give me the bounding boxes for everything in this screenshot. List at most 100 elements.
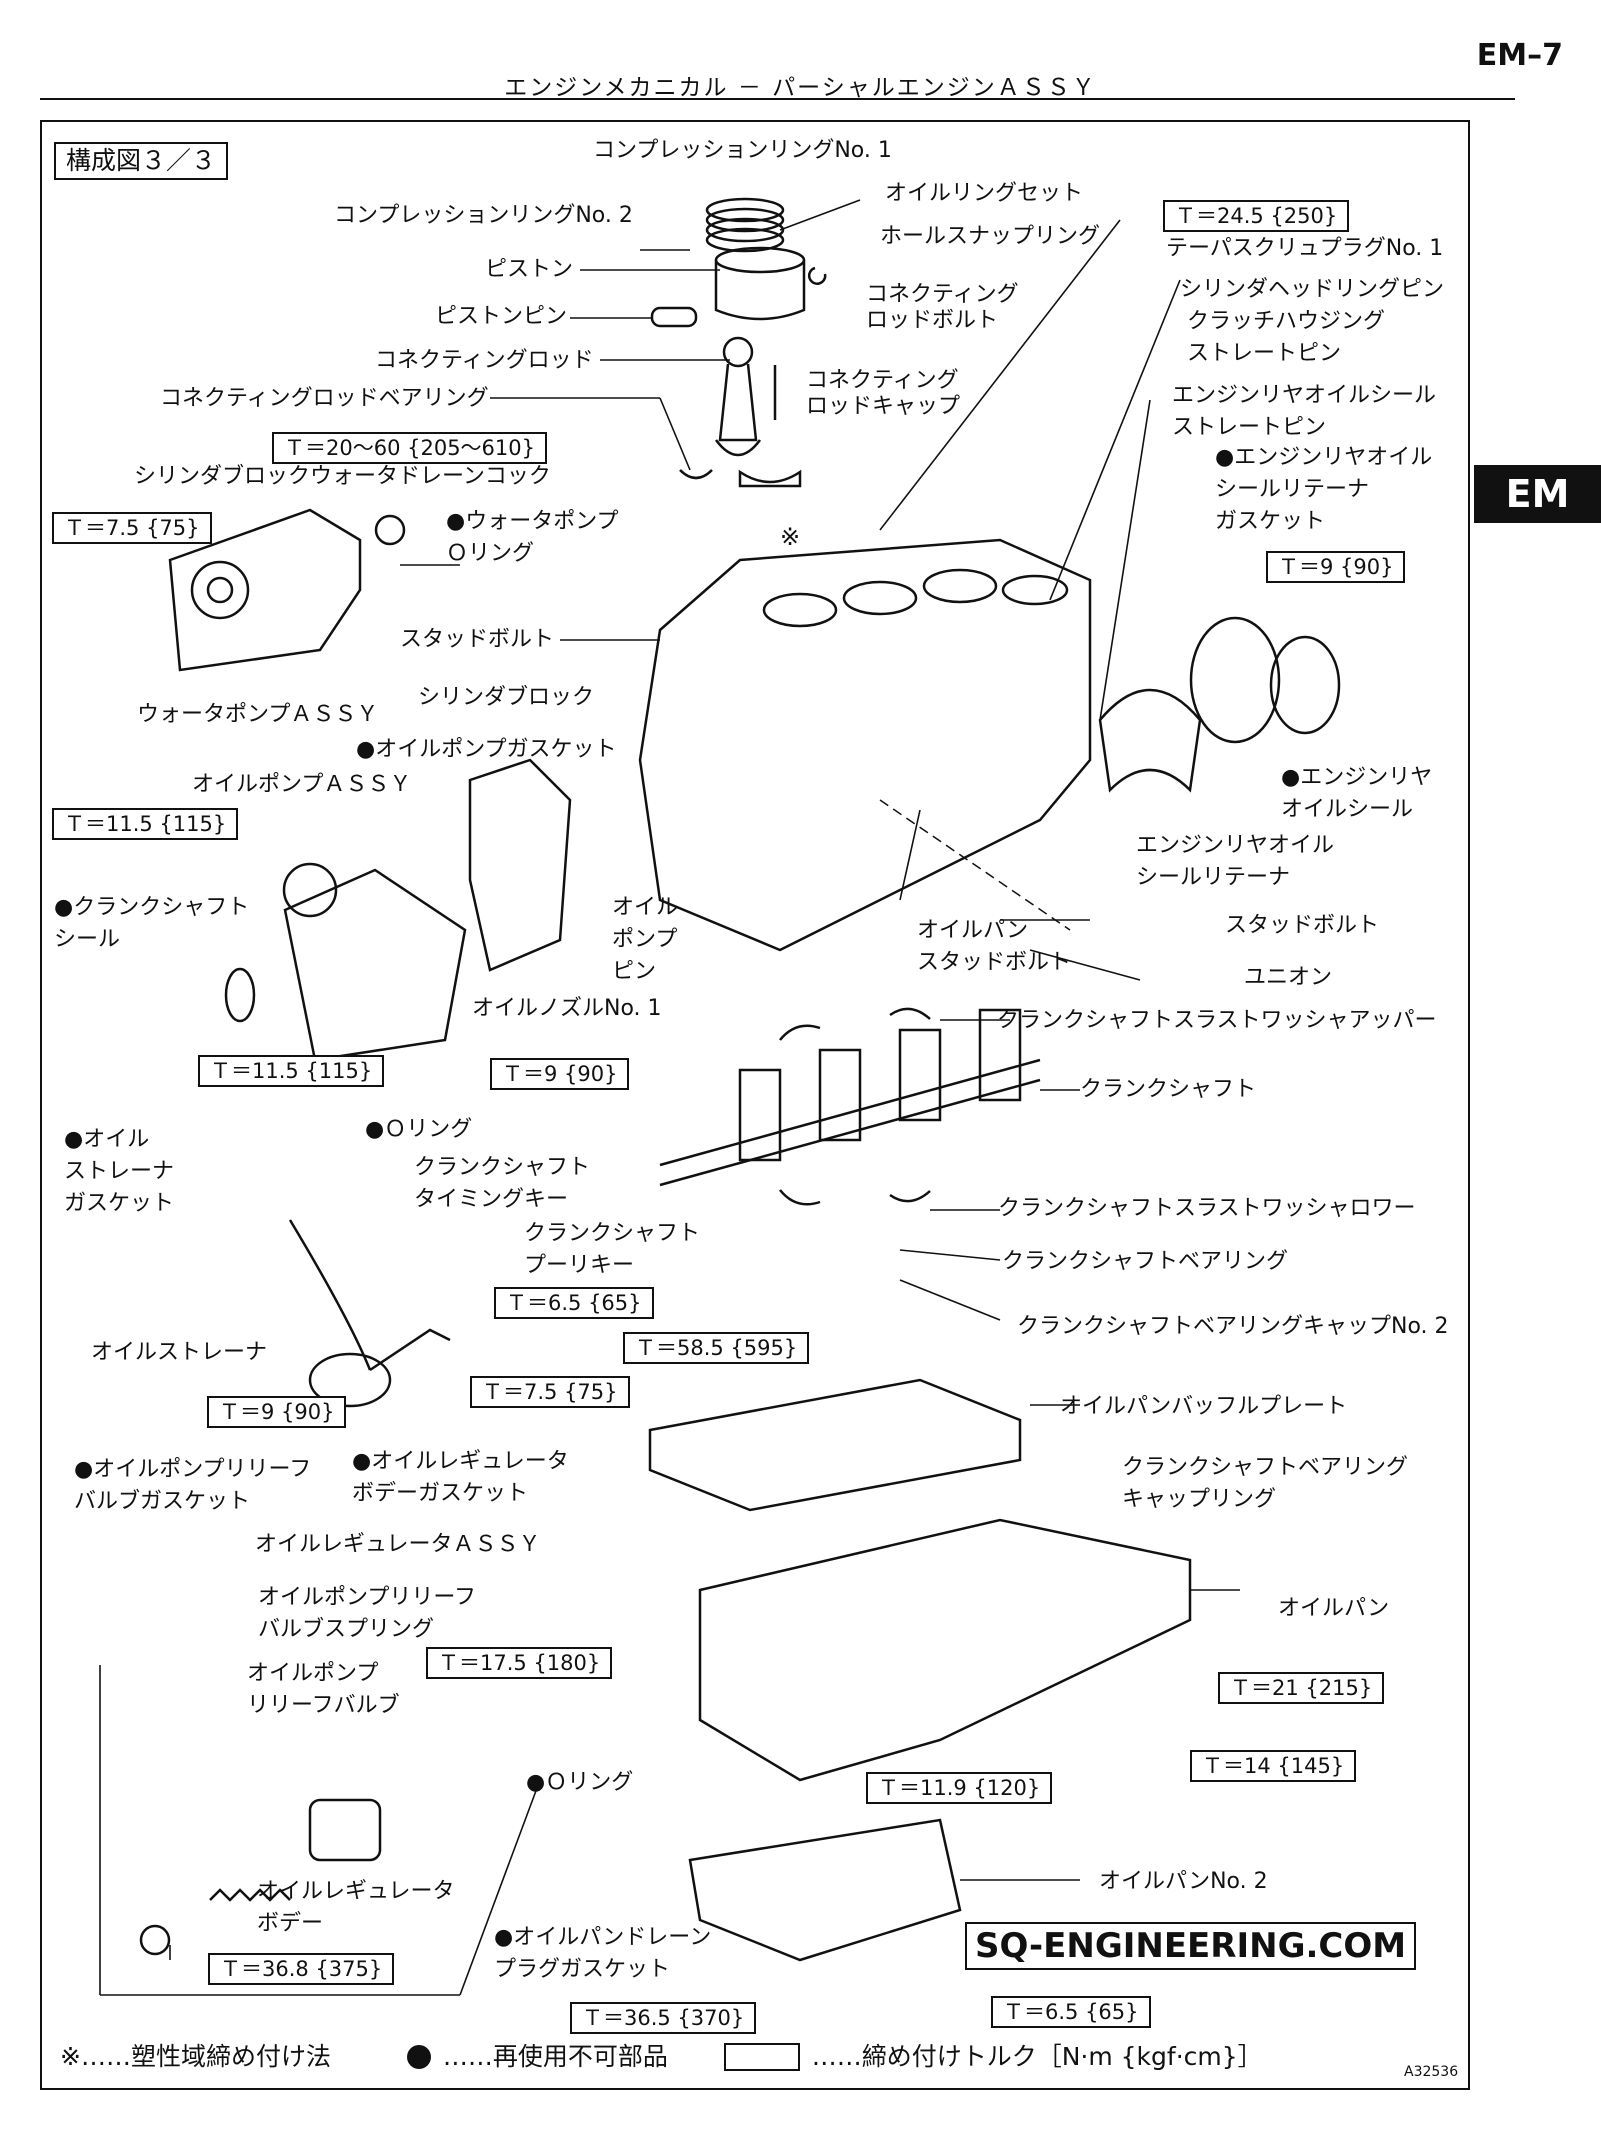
label-crank-bearing-cap: クランクシャフトベアリングキャップNo. 2: [1017, 1314, 1449, 1339]
label-crank-bearing: クランクシャフトベアリング: [1002, 1249, 1289, 1274]
torque-box: Ｔ＝14 {145}: [1190, 1750, 1357, 1782]
relief-valve-bolt: [139, 1924, 171, 1956]
snap-ring: [808, 266, 827, 285]
torque-box-icon: [723, 2043, 800, 2071]
torque-box: Ｔ＝11.9 {120}: [866, 1772, 1053, 1804]
piston-rings: [705, 197, 785, 253]
label-bearing-cap-ring: クランクシャフトベアリング キャップリング: [1122, 1455, 1409, 1512]
torque-box: Ｔ＝58.5 {595}: [623, 1332, 810, 1364]
conrod-cap: [738, 469, 802, 488]
label-oil-pump-pin: オイル ポンプ ピン: [612, 895, 679, 984]
label-conrod-bolt: コネクティング ロッドボルト: [866, 282, 1019, 333]
label-conrod-cap: コネクティング ロッドキャップ: [806, 368, 961, 419]
label-oil-nozzle: オイルノズルNo. 1: [472, 996, 662, 1021]
label-piston: ピストン: [485, 257, 574, 282]
watermark: SQ-ENGINEERING.COM: [965, 1922, 1417, 1970]
conrod-bearing: [679, 469, 713, 480]
label-oil-ring-set: オイルリングセット: [885, 181, 1084, 206]
water-pump: [168, 508, 362, 672]
label-timing-key: クランクシャフト タイミングキー: [414, 1155, 591, 1212]
label-baffle-plate: オイルパンバッフルプレート: [1060, 1394, 1348, 1419]
torque-box: Ｔ＝6.5 {65}: [494, 1287, 654, 1319]
label-oring-2: ●Ｏリング: [526, 1770, 634, 1795]
label-oil-strainer: オイルストレーナ: [91, 1340, 268, 1365]
piston: [714, 246, 806, 321]
label-rear-oil-seal: ●エンジンリヤ オイルシール: [1281, 765, 1433, 822]
oil-strainer-shape: [288, 1219, 451, 1408]
legend-asterisk: ※……塑性域締め付け法: [60, 2042, 331, 2071]
torque-box: Ｔ＝9 {90}: [207, 1396, 347, 1428]
oil-pan-2-shape: [688, 1818, 962, 1962]
label-water-pump-oring: ●ウォータポンプ Ｏリング: [446, 509, 619, 566]
water-pump-oring: [374, 514, 406, 546]
label-thrust-washer-upper: クランクシャフトスラストワッシャアッパー: [997, 1008, 1437, 1033]
legend-non-reusable: ……再使用不可部品: [442, 2042, 668, 2071]
label-crankshaft-seal: ●クランクシャフト シール: [54, 895, 250, 952]
label-water-pump-assy: ウォータポンプＡＳＳＹ: [137, 702, 379, 727]
label-stud-bolt-2: スタッドボルト: [1225, 913, 1380, 938]
label-compression-ring-2: コンプレッションリングNo. 2: [334, 203, 633, 228]
label-drain-cock: シリンダブロックウォータドレーンコック: [134, 464, 551, 489]
non-reusable-dot-icon: [406, 2045, 431, 2069]
header-rule: [40, 98, 1515, 100]
section-tab: EM: [1474, 465, 1601, 523]
piston-pin: [650, 306, 698, 328]
label-regulator-assy: オイルレギュレータＡＳＳＹ: [255, 1532, 541, 1557]
label-oil-pan: オイルパン: [1278, 1596, 1390, 1621]
label-oil-pan-2: オイルパンNo. 2: [1099, 1869, 1268, 1894]
legend: ※……塑性域締め付け法 ……再使用不可部品 ……締め付けトルク［N·m {kgf…: [60, 2040, 1263, 2073]
label-stud-bolt-1: スタッドボルト: [400, 627, 555, 652]
label-cylinder-block: シリンダブロック: [418, 685, 595, 710]
torque-box: Ｔ＝11.5 {115}: [198, 1055, 385, 1087]
rear-seal-retainer-gasket: [1098, 688, 1202, 793]
legend-torque: ……締め付けトルク［N·m {kgf·cm}］: [811, 2042, 1263, 2071]
torque-box: Ｔ＝36.8 {375}: [208, 1953, 395, 1985]
label-conrod-bearing: コネクティングロッドベアリング: [160, 386, 489, 411]
label-pulley-key: クランクシャフト プーリキー: [524, 1221, 701, 1278]
label-union: ユニオン: [1244, 965, 1333, 990]
baffle-plate: [648, 1378, 1022, 1512]
exploded-parts-drawing: ※: [99, 197, 1341, 1996]
figure-code: A32536: [1404, 2064, 1459, 2080]
label-oil-pan-stud: オイルパン スタッドボルト: [917, 918, 1072, 975]
asterisk-mark: ※: [780, 523, 800, 551]
label-taper-screw-plug: テーパスクリュプラグNo. 1: [1166, 236, 1444, 261]
torque-box: Ｔ＝9 {90}: [1266, 551, 1406, 583]
rear-seal-retainer: [1189, 616, 1281, 744]
torque-box: Ｔ＝9 {90}: [490, 1058, 630, 1090]
torque-box: Ｔ＝7.5 {75}: [52, 512, 212, 544]
torque-box: Ｔ＝7.5 {75}: [470, 1376, 630, 1408]
torque-box: Ｔ＝24.5 {250}: [1163, 200, 1350, 232]
label-relief-valve: オイルポンプ リリーフバルブ: [247, 1661, 400, 1718]
label-regulator-body-gasket: ●オイルレギュレータ ボデーガスケット: [352, 1449, 569, 1506]
torque-box: Ｔ＝36.5 {370}: [570, 2002, 757, 2034]
cylinder-block: [638, 538, 1092, 952]
page-number: EM–7: [1476, 38, 1563, 73]
regulator-body: [308, 1798, 382, 1862]
crankshaft-shape: [659, 1008, 1041, 1187]
oil-pump: [282, 862, 467, 1062]
label-rear-seal-retainer: エンジンリヤオイル シールリテーナ: [1136, 833, 1335, 890]
label-piston-pin: ピストンピン: [435, 304, 568, 329]
crankshaft-seal: [224, 967, 256, 1023]
torque-box: Ｔ＝17.5 {180}: [426, 1647, 613, 1679]
oil-pump-gasket: [468, 758, 572, 972]
torque-box: Ｔ＝20～60 {205～610}: [272, 432, 548, 464]
figure-title: 構成図３／３: [54, 142, 229, 180]
header-title: エンジンメカニカル － パーシャルエンジンＡＳＳＹ: [504, 75, 1097, 101]
label-oil-pump-gasket: ●オイルポンプガスケット: [356, 737, 617, 762]
label-oil-pump-assy: オイルポンプＡＳＳＹ: [192, 772, 412, 797]
connecting-rod: [714, 336, 762, 457]
label-oil-strainer-gasket: ●オイル ストレーナ ガスケット: [64, 1127, 175, 1216]
label-oring-1: ●Ｏリング: [365, 1117, 473, 1142]
torque-box: Ｔ＝21 {215}: [1218, 1672, 1385, 1704]
relief-spring: [209, 1888, 291, 1902]
rear-oil-seal: [1269, 635, 1341, 735]
label-clutch-housing-pin: クラッチハウジング ストレートピン: [1187, 309, 1386, 366]
label-relief-valve-gasket: ●オイルポンプリリーフ バルブガスケット: [74, 1457, 312, 1514]
label-cyl-head-ring-pin: シリンダヘッドリングピン: [1180, 277, 1445, 302]
label-conrod: コネクティングロッド: [375, 348, 594, 373]
label-hole-snap-ring: ホールスナップリング: [880, 224, 1101, 249]
label-relief-valve-spring: オイルポンプリリーフ バルブスプリング: [258, 1585, 477, 1642]
figure-frame: [40, 120, 1470, 2090]
